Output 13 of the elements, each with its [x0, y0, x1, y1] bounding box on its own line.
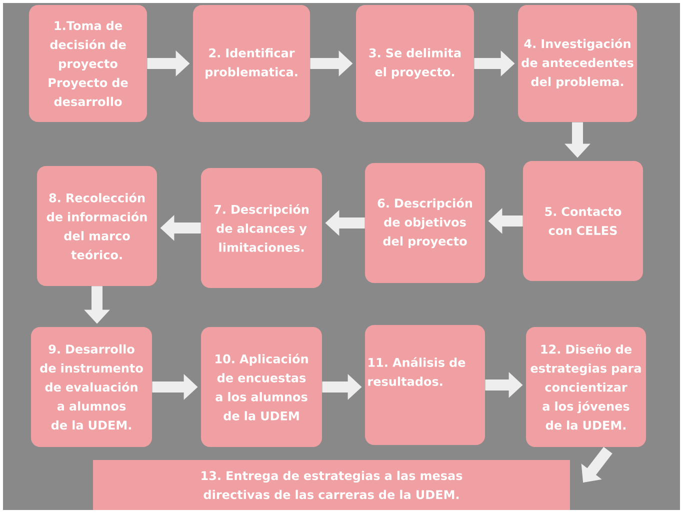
- process-box: 10. Aplicación de encuestas a los alumnos de la UDEM: [201, 326, 322, 447]
- process-box: 3. Se delimita el proyecto.: [356, 4, 474, 122]
- process-box: 11. Análisis de resultados.: [365, 324, 485, 445]
- process-box: 12. Diseño de estrategias para concientizar a los jóvenes de la UDEM.: [526, 326, 646, 447]
- process-box: 7. Descripción de alcances y limitaciones.: [201, 168, 322, 288]
- process-box: 6. Descripción de objetivos del proyecto: [365, 163, 485, 283]
- process-box: 4. Investigación de antecedentes del problema.: [518, 4, 637, 122]
- process-box: 13. Entrega de estrategias a las mesas directivas de las carreras de la UDEM.: [93, 460, 570, 510]
- process-box: 9. Desarrollo de instrumento de evaluación a alumnos de la UDEM.: [31, 326, 152, 447]
- process-box: 2. Identificar problematica.: [193, 4, 310, 122]
- process-box: 8. Recolección de información del marco teórico.: [37, 166, 157, 286]
- process-box: 1.Toma de decisión de proyecto Proyecto de desarrollo: [29, 4, 147, 122]
- process-box: 5. Contacto con CELES: [523, 161, 643, 281]
